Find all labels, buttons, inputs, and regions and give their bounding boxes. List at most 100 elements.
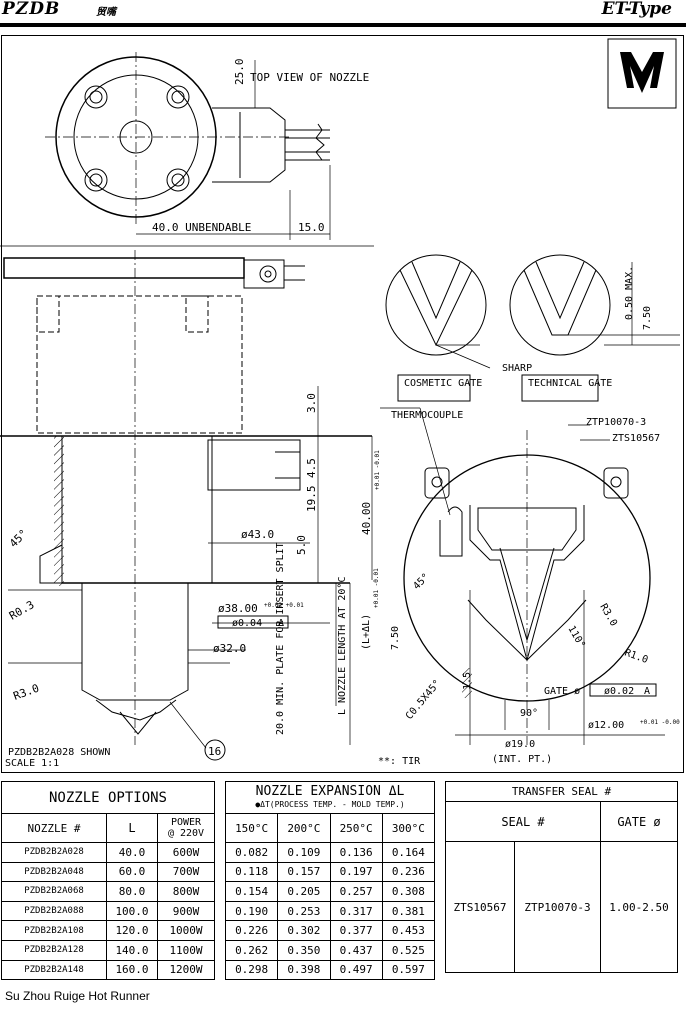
col-seal-header: SEAL # bbox=[445, 801, 601, 842]
brand-logo-text: PZDB bbox=[2, 0, 61, 19]
technical-gate-label: TECHNICAL GATE bbox=[528, 378, 612, 389]
length-cell: 40.0 bbox=[106, 842, 158, 863]
nozzle-number-cell: PZDB2B2A108 bbox=[1, 920, 107, 941]
expansion-value-cell: 0.164 bbox=[381, 842, 436, 863]
dim-050-max: 0.50 MAX. bbox=[624, 266, 635, 320]
header-rule bbox=[0, 23, 686, 27]
technical-gate-detail bbox=[509, 254, 680, 402]
col-nozzle-header: NOZZLE # bbox=[1, 813, 107, 843]
gate-range: 1.00-2.50 bbox=[600, 841, 678, 973]
svg-text:16: 16 bbox=[208, 745, 221, 758]
ztp-label: ZTP10070-3 bbox=[586, 417, 646, 428]
expansion-value-cell: 0.302 bbox=[277, 920, 331, 941]
expansion-value-cell: 0.262 bbox=[224, 939, 279, 961]
dim-25: 25.0 bbox=[233, 59, 246, 86]
temperature-header: 250°C bbox=[329, 813, 383, 843]
datum-a: A bbox=[278, 618, 284, 629]
expansion-value-cell: 0.205 bbox=[277, 881, 331, 902]
expansion-value-cell: 0.350 bbox=[277, 939, 331, 961]
dim-40: 40.00 bbox=[360, 502, 373, 535]
runout-tolerance: ø0.04 bbox=[232, 618, 262, 629]
expansion-value-cell: 0.197 bbox=[329, 861, 383, 883]
drawing-frame bbox=[1, 35, 684, 773]
dim-c05: C0.5X45° bbox=[404, 678, 443, 722]
dim-r10: R1.0 bbox=[623, 647, 649, 666]
expansion-subtitle: ●ΔT(PROCESS TEMP. - MOLD TEMP.) bbox=[255, 799, 405, 809]
expansion-value-cell: 0.226 bbox=[224, 920, 279, 941]
length-cell: 80.0 bbox=[106, 881, 158, 902]
dim-19: ø19.0 bbox=[505, 739, 535, 750]
length-cell: 100.0 bbox=[106, 900, 158, 922]
dim-19-5: 19.5 bbox=[305, 486, 318, 513]
nozzle-number-cell: PZDB2B2A068 bbox=[1, 881, 107, 902]
top-view bbox=[45, 52, 331, 240]
dim-r3: R3.0 bbox=[12, 682, 41, 703]
expansion-value-cell: 0.236 bbox=[381, 861, 436, 883]
dim-38-tol: +0.02 +0.01 bbox=[264, 602, 304, 609]
length-cell: 60.0 bbox=[106, 861, 158, 883]
nozzle-length-note: L NOZZLE LENGTH AT 20°C bbox=[337, 577, 348, 715]
expansion-value-cell: 0.497 bbox=[329, 959, 383, 981]
expansion-value-cell: 0.082 bbox=[224, 842, 279, 863]
nozzle-number-cell: PZDB2B2A028 bbox=[1, 842, 107, 863]
expansion-value-cell: 0.525 bbox=[381, 939, 436, 961]
int-pt-note: (INT. PT.) bbox=[492, 754, 552, 765]
company-footer: Su Zhou Ruige Hot Runner bbox=[5, 989, 150, 1003]
dim-l-dl-tol: +0.01 -0.01 bbox=[373, 568, 380, 608]
seal-part-2: ZTP10070-3 bbox=[514, 841, 601, 973]
dim-unbendable: 40.0 UNBENDABLE bbox=[152, 221, 251, 234]
temperature-header: 300°C bbox=[381, 813, 436, 843]
nozzle-number-cell: PZDB2B2A148 bbox=[1, 959, 107, 981]
length-cell: 160.0 bbox=[106, 959, 158, 981]
dim-12-tol: +0.01 -0.00 bbox=[640, 719, 680, 726]
thermocouple-label: THERMOCOUPLE bbox=[391, 410, 463, 421]
dim-90deg: 90° bbox=[520, 708, 538, 719]
dim-750: 7.50 bbox=[642, 306, 653, 330]
power-cell: 1200W bbox=[157, 959, 215, 981]
nozzle-options-title: NOZZLE OPTIONS bbox=[1, 781, 215, 814]
dim-3: 3.0 bbox=[305, 393, 318, 413]
seal-part-1: ZTS10567 bbox=[445, 841, 515, 973]
expansion-value-cell: 0.257 bbox=[329, 881, 383, 902]
dim-4-5: 4.5 bbox=[305, 458, 318, 478]
dim-45deg: 45° bbox=[7, 527, 30, 550]
expansion-value-cell: 0.136 bbox=[329, 842, 383, 863]
col-l-header: L bbox=[106, 813, 158, 843]
power-cell: 800W bbox=[157, 881, 215, 902]
dim-15: 15.0 bbox=[298, 221, 325, 234]
dim-32: ø32.0 bbox=[213, 642, 246, 655]
expansion-value-cell: 0.118 bbox=[224, 861, 279, 883]
col-gate-header: GATE ø bbox=[600, 801, 678, 842]
dim-r0-3: R0.3 bbox=[7, 598, 36, 623]
power-cell: 900W bbox=[157, 900, 215, 922]
scale-note: SCALE 1:1 bbox=[5, 758, 59, 769]
shown-note: PZDB2B2A028 SHOWN bbox=[8, 747, 110, 758]
expansion-header: NOZZLE EXPANSION ΔL ●ΔT(PROCESS TEMP. - … bbox=[225, 781, 435, 814]
power-voltage: @ 220V bbox=[167, 828, 205, 839]
tir-note: **: TIR bbox=[378, 756, 421, 767]
dim-43: ø43.0 bbox=[241, 528, 274, 541]
cosmetic-gate-label: COSMETIC GATE bbox=[404, 378, 482, 389]
expansion-value-cell: 0.398 bbox=[277, 959, 331, 981]
dim-750b: 7.50 bbox=[390, 626, 401, 650]
dim-12: ø12.00 bbox=[588, 720, 624, 731]
expansion-value-cell: 0.377 bbox=[329, 920, 383, 941]
dim-l-dl: (L+ΔL) bbox=[361, 614, 372, 650]
power-cell: 700W bbox=[157, 861, 215, 883]
nozzle-number-cell: PZDB2B2A128 bbox=[1, 939, 107, 961]
expansion-value-cell: 0.317 bbox=[329, 900, 383, 922]
